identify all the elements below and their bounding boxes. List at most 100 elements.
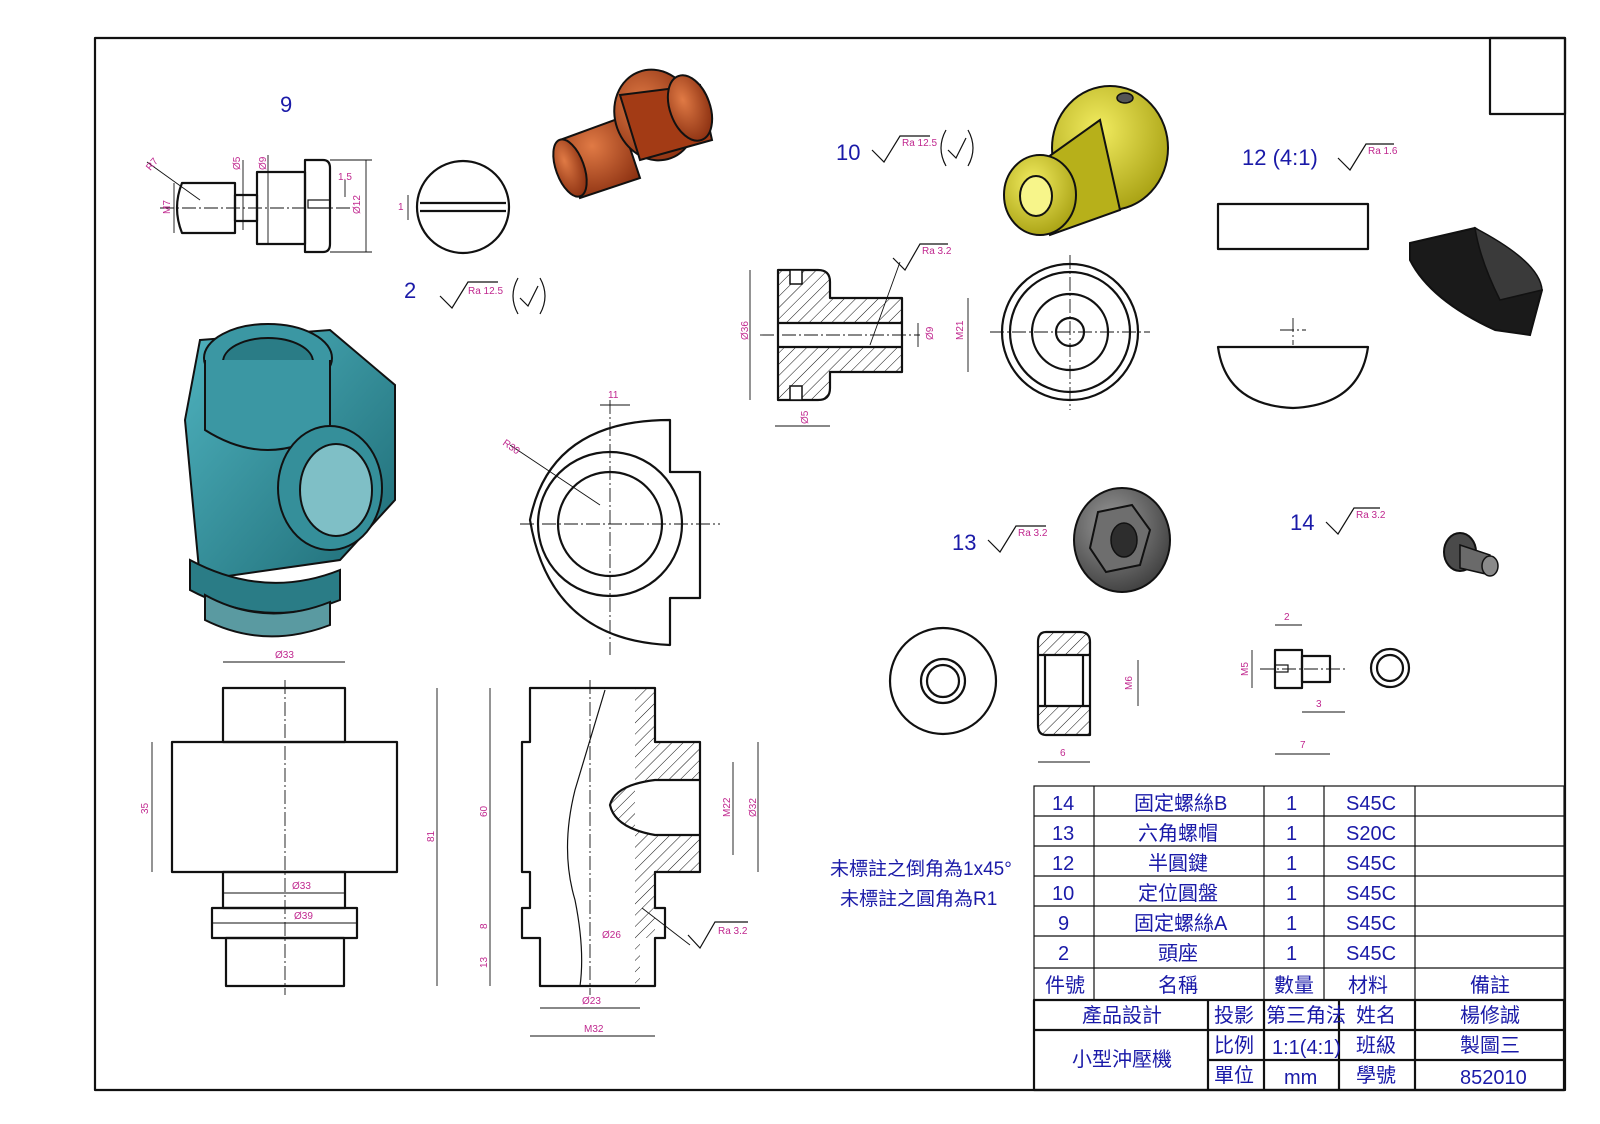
dim-d5: Ø5 — [232, 156, 243, 170]
title-projection-label: 投影 — [1214, 1004, 1254, 1027]
dim-35: 35 — [140, 802, 151, 814]
dim-6: 6 — [1060, 748, 1066, 759]
part-10-end-view — [990, 255, 1150, 410]
dim-1: 1 — [398, 202, 404, 213]
dim-3: 3 — [1316, 699, 1322, 710]
bom-row-2: 12 半圓鍵 1 S45C — [1052, 852, 1396, 875]
bom-mat: S45C — [1346, 883, 1396, 905]
title-product: 小型沖壓機 — [1072, 1048, 1172, 1071]
part-2-label-group: 2 Ra 12.5 — [404, 277, 546, 315]
title-block: 產品設計 小型沖壓機 投影 第三角法 比例 1:1(4:1) 單位 mm 姓名 … — [1032, 998, 1566, 1092]
bom-qty: 1 — [1286, 793, 1297, 815]
dim-m22: M22 — [722, 797, 733, 817]
title-class-value: 製圖三 — [1460, 1034, 1520, 1057]
corner-box — [1488, 36, 1567, 116]
part-2-label: 2 — [404, 278, 416, 303]
roughness-part10-section: Ra 3.2 — [922, 246, 952, 257]
dim-m32: M32 — [584, 1024, 604, 1035]
part-2-front-view: Ø33 35 Ø33 Ø39 — [140, 650, 399, 995]
title-unit-label: 單位 — [1214, 1064, 1254, 1087]
bom-header-note: 備註 — [1470, 974, 1510, 997]
dim-d36: Ø36 — [740, 321, 751, 340]
bom-name: 固定螺絲A — [1134, 912, 1228, 935]
roughness-part2-section: Ra 3.2 — [718, 926, 748, 937]
bom-mat: S45C — [1346, 793, 1396, 815]
dim-m6: M6 — [1124, 676, 1135, 690]
part-2-3d-model — [183, 323, 396, 638]
bom-no: 9 — [1058, 913, 1069, 935]
bom-mat: S45C — [1346, 913, 1396, 935]
bom-no: 14 — [1052, 793, 1074, 815]
title-id-label: 學號 — [1356, 1064, 1396, 1087]
roughness-part14: Ra 3.2 — [1356, 510, 1386, 521]
bom-name: 固定螺絲B — [1134, 792, 1227, 815]
part-2-top-view: 11 R30 — [500, 390, 720, 655]
title-scale-value: 1:1(4:1) — [1272, 1037, 1341, 1059]
bill-of-materials: 14 固定螺絲B 1 S45C 13 六角螺帽 1 S20C 12 半圓鍵 1 … — [1033, 785, 1565, 1001]
bom-row-5: 2 頭座 1 S45C — [1058, 942, 1396, 965]
drawing-border — [93, 36, 1567, 1092]
title-projection-value: 第三角法 — [1266, 1004, 1346, 1027]
note-fillet: 未標註之圓角為R1 — [840, 888, 997, 910]
bom-header-name: 名稱 — [1158, 974, 1198, 997]
dim-2: 2 — [1284, 612, 1290, 623]
part-9-3d-model — [552, 68, 714, 200]
bom-name: 頭座 — [1158, 942, 1198, 965]
dim-d33-top: Ø33 — [275, 650, 294, 661]
bom-qty: 1 — [1286, 913, 1297, 935]
bom-qty: 1 — [1286, 823, 1297, 845]
title-name-value: 楊修誠 — [1460, 1004, 1520, 1027]
dim-d33-bottom: Ø33 — [292, 881, 311, 892]
bom-mat: S45C — [1346, 853, 1396, 875]
dim-d39: Ø39 — [294, 911, 313, 922]
bom-header-qty: 數量 — [1274, 974, 1314, 997]
part-14-views: 14 Ra 3.2 2 M5 3 7 — [1240, 507, 1499, 755]
bom-row-4: 9 固定螺絲A 1 S45C — [1058, 912, 1396, 935]
dim-d23: Ø23 — [582, 996, 601, 1007]
part-14-label: 14 — [1290, 510, 1314, 535]
dim-d9-p10: Ø9 — [925, 326, 936, 340]
dim-m7: M7 — [162, 200, 173, 214]
title-design: 產品設計 — [1082, 1004, 1162, 1027]
dim-d9: Ø9 — [258, 156, 269, 170]
part-13-label: 13 — [952, 530, 976, 555]
dim-d26: Ø26 — [602, 930, 621, 941]
bom-no: 13 — [1052, 823, 1074, 845]
part-10-label: 10 — [836, 140, 860, 165]
bom-header-no: 件號 — [1045, 974, 1085, 997]
bom-name: 定位圓盤 — [1138, 882, 1218, 905]
part-12-label: 12 (4:1) — [1242, 145, 1318, 170]
part-10-label-group: 10 Ra 12.5 — [836, 129, 974, 167]
dim-m5: M5 — [1240, 662, 1251, 676]
part-13-views: 13 Ra 3.2 M6 6 — [888, 487, 1171, 763]
title-scale-label: 比例 — [1214, 1034, 1254, 1057]
roughness-part12: Ra 1.6 — [1368, 146, 1398, 157]
roughness-part2: Ra 12.5 — [468, 286, 503, 297]
dim-81: 81 — [426, 830, 437, 842]
part-12-views: 12 (4:1) Ra 1.6 — [1216, 143, 1544, 410]
part-2-section-view: 81 60 8 13 M22 Ø32 Ø26 Ø23 M32 Ra 3.2 — [426, 680, 759, 1037]
bom-name: 半圓鍵 — [1148, 852, 1208, 875]
dim-1-5: 1.5 — [338, 172, 352, 183]
roughness-part10: Ra 12.5 — [902, 138, 937, 149]
part-10-section-view: Ø36 Ø9 M21 Ø5 Ra 3.2 — [740, 243, 969, 427]
part-12-3d-model — [1409, 226, 1544, 337]
bom-row-0: 14 固定螺絲B 1 S45C — [1052, 792, 1396, 815]
part-10-3d-model — [1003, 85, 1169, 237]
dim-7: 7 — [1300, 740, 1306, 751]
dim-11: 11 — [608, 390, 619, 401]
bom-qty: 1 — [1286, 943, 1297, 965]
dim-8: 8 — [479, 923, 490, 929]
title-class-label: 班級 — [1356, 1034, 1396, 1057]
dim-60: 60 — [479, 805, 490, 817]
bom-qty: 1 — [1286, 853, 1297, 875]
dim-13: 13 — [479, 956, 490, 968]
part-9-views: 9 R7 Ø5 Ø9 M7 1.5 Ø12 1 — [144, 68, 714, 255]
dim-d32: Ø32 — [748, 798, 759, 817]
bom-mat: S45C — [1346, 943, 1396, 965]
title-name-label: 姓名 — [1356, 1004, 1396, 1027]
bom-header-mat: 材料 — [1348, 974, 1388, 997]
bom-no: 12 — [1052, 853, 1074, 875]
bom-row-1: 13 六角螺帽 1 S20C — [1052, 822, 1396, 845]
